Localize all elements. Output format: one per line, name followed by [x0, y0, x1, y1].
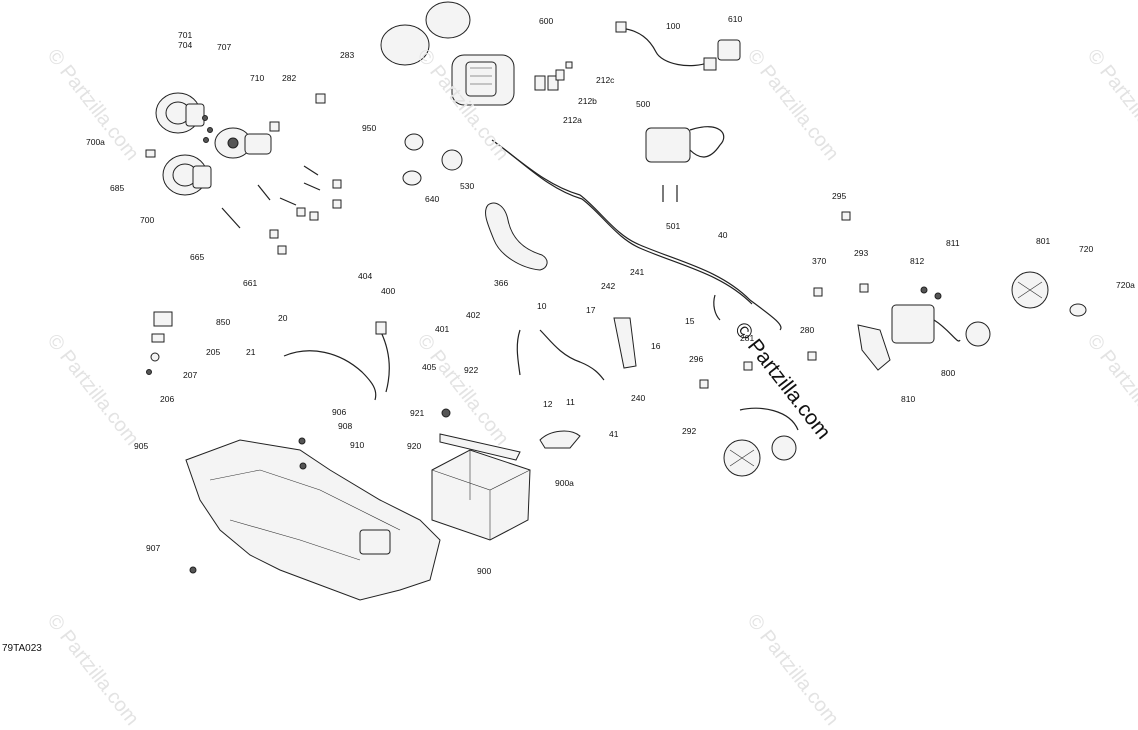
callout-600: 600 [539, 16, 554, 26]
callout-850: 850 [216, 317, 231, 327]
callout-40: 40 [718, 230, 728, 240]
callout-281: 281 [740, 333, 755, 343]
callout-16: 16 [651, 341, 661, 351]
callout-812: 812 [910, 256, 925, 266]
callout-800: 800 [941, 368, 956, 378]
callout-240: 240 [631, 393, 646, 403]
actuator-710-icon [214, 127, 272, 159]
callout-207: 207 [183, 370, 198, 380]
callout-501: 501 [666, 221, 681, 231]
callout-801: 801 [1036, 236, 1051, 246]
callout-661: 661 [243, 278, 258, 288]
callout-15: 15 [685, 316, 695, 326]
small-hardware-right-icon [699, 211, 942, 389]
wire-100-icon [615, 21, 741, 71]
callout-905: 905 [134, 441, 149, 451]
callout-811: 811 [946, 238, 960, 248]
ecu-500-icon [645, 126, 725, 163]
switch-950-icon [402, 133, 463, 186]
headlight-assembly-600-icon [380, 1, 515, 106]
studs-501-icon [662, 185, 678, 202]
callout-401: 401 [435, 324, 450, 334]
callout-366: 366 [494, 278, 509, 288]
callout-292: 292 [682, 426, 697, 436]
callout-404: 404 [358, 271, 373, 281]
callout-296: 296 [689, 354, 704, 364]
callout-21: 21 [246, 347, 256, 357]
battery-900-icon [431, 449, 531, 541]
callout-20: 20 [278, 313, 288, 323]
callout-293: 293 [854, 248, 869, 258]
callout-906: 906 [332, 407, 347, 417]
callout-17: 17 [586, 305, 596, 315]
callout-665: 665 [190, 252, 205, 262]
callout-701-704: 701 704 [178, 30, 193, 50]
callout-640: 640 [425, 194, 440, 204]
callout-900a: 900a [555, 478, 574, 488]
main-harness-40-icon [491, 139, 782, 331]
bracket-240-icon [613, 317, 637, 369]
callout-921: 921 [410, 408, 425, 418]
callout-212a: 212a [563, 115, 582, 125]
callout-400: 400 [381, 286, 396, 296]
callout-10: 10 [537, 301, 547, 311]
callout-910: 910 [350, 440, 365, 450]
callout-710: 710 [250, 73, 265, 83]
callout-283: 283 [340, 50, 355, 60]
callout-405: 405 [422, 362, 437, 372]
callout-720a: 720a [1116, 280, 1135, 290]
exploded-parts-diagram [145, 1, 1087, 601]
callout-100: 100 [666, 21, 681, 31]
callout-720: 720 [1079, 244, 1094, 254]
callout-212c: 212c [596, 75, 615, 85]
duct-366-icon [485, 202, 548, 271]
connectors-212-icon [534, 61, 573, 91]
callout-370: 370 [812, 256, 827, 266]
callout-700a: 700a [86, 137, 105, 147]
callout-700: 700 [140, 215, 155, 225]
callout-241: 241 [630, 267, 645, 277]
callout-295: 295 [832, 191, 847, 201]
callout-205: 205 [206, 347, 221, 357]
callout-907: 907 [146, 543, 161, 553]
callout-810: 810 [901, 394, 916, 404]
cable-20-icon [283, 321, 390, 401]
callout-280: 280 [800, 325, 815, 335]
cable-10-icon [516, 329, 605, 381]
callout-41: 41 [609, 429, 619, 439]
battery-strap-920-icon [189, 408, 581, 574]
diagram-code: 79TA023 [2, 643, 42, 654]
callout-530: 530 [460, 181, 475, 191]
callout-707: 707 [217, 42, 232, 52]
callout-900: 900 [477, 566, 492, 576]
callout-11: 11 [566, 397, 575, 407]
callout-922: 922 [464, 365, 479, 375]
lamp-292-icon [723, 407, 799, 477]
callout-685: 685 [110, 183, 125, 193]
lamp-720-icon [1011, 271, 1087, 317]
callout-920: 920 [407, 441, 422, 451]
clips-850-icon [146, 311, 173, 375]
module-800-icon [857, 304, 991, 371]
battery-tray-905-icon [185, 439, 441, 601]
callout-500: 500 [636, 99, 651, 109]
callout-206: 206 [160, 394, 175, 404]
callout-908: 908 [338, 421, 353, 431]
callout-282: 282 [282, 73, 297, 83]
callout-242: 242 [601, 281, 616, 291]
headlamp-motor-lower-icon [162, 154, 212, 196]
small-fasteners-icon [145, 93, 342, 255]
callout-610: 610 [728, 14, 743, 24]
callout-402: 402 [466, 310, 481, 320]
callout-212b: 212b [578, 96, 597, 106]
headlamp-motor-upper-icon [155, 92, 205, 134]
callout-12: 12 [543, 399, 553, 409]
callout-950: 950 [362, 123, 377, 133]
